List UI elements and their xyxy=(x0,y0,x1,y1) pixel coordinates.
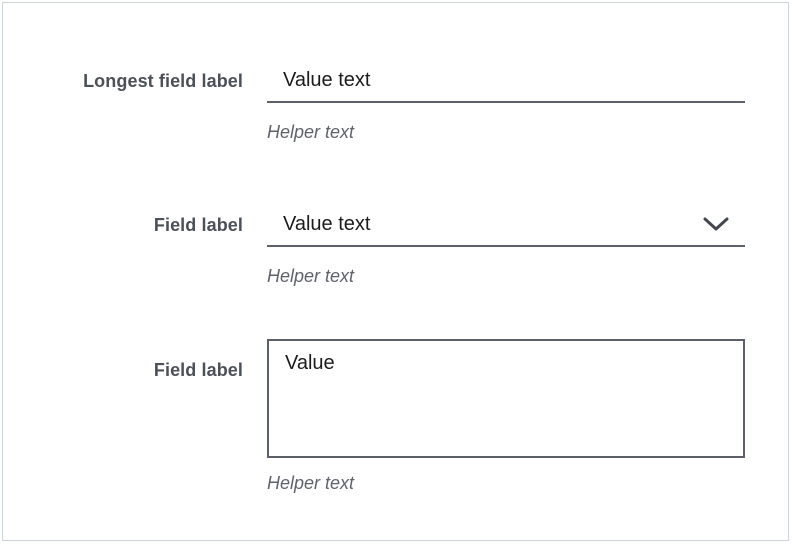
textarea-input-value[interactable]: Value xyxy=(285,352,335,374)
field-label-textarea: Field label xyxy=(153,360,243,380)
textarea-control[interactable]: Value xyxy=(267,339,745,458)
select-input-value[interactable]: Value text xyxy=(283,213,371,235)
textarea-input[interactable]: Value xyxy=(267,339,745,458)
text-input[interactable]: Value text xyxy=(267,59,745,103)
text-input-value[interactable]: Value text xyxy=(283,69,371,91)
form-field-list: Longest field label Value text Helper te… xyxy=(3,3,788,540)
helper-text-select: Helper text xyxy=(267,266,355,286)
field-label-select: Field label xyxy=(153,215,243,235)
helper-text-text-input: Helper text xyxy=(267,122,355,142)
chevron-down-icon[interactable] xyxy=(703,211,729,237)
field-label-longest: Longest field label xyxy=(83,71,243,91)
select-control[interactable]: Value text xyxy=(267,203,745,247)
helper-text-textarea: Helper text xyxy=(267,473,355,493)
text-input-control[interactable]: Value text xyxy=(267,59,745,103)
select-input[interactable]: Value text xyxy=(267,203,745,247)
